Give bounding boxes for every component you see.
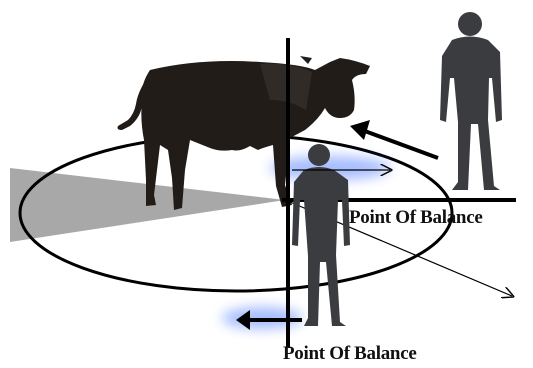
arrow-icon xyxy=(236,310,250,330)
point-of-balance-label-right: Point Of Balance xyxy=(349,207,483,228)
pressure-arrow xyxy=(361,128,439,160)
point-of-balance-label-bottom: Point Of Balance xyxy=(283,343,417,364)
arrow-icon xyxy=(350,120,370,140)
person-icon xyxy=(440,12,502,190)
glow-highlight xyxy=(270,156,390,180)
person-icon xyxy=(292,144,350,326)
